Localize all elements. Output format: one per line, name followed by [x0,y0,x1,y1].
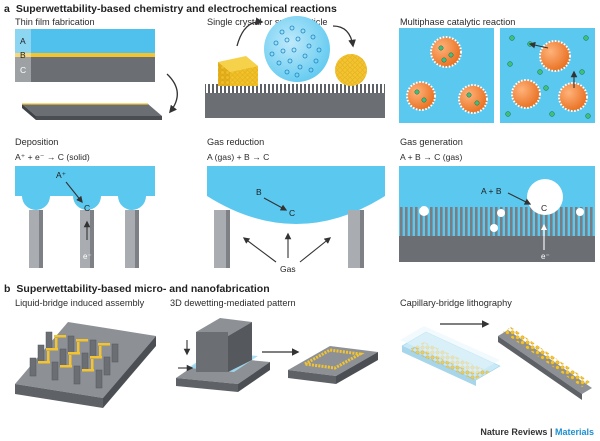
single-crystal-title: Single crystal or supraparticle [207,17,328,27]
journal-name: Nature Reviews [480,427,548,437]
gas-reduction-reactant-arrow [263,197,288,211]
deposition-label-a: A⁺ [56,170,67,180]
catalyst-dots-left [414,45,480,106]
capillary-panel [400,320,592,400]
capillary-title: Capillary-bridge lithography [400,298,512,308]
section-b-heading: b Superwettability-based micro- and nanof… [4,283,270,295]
gas-reduction-equation: A (gas) + B → C [207,152,270,162]
crystal-arrow-right [332,25,356,48]
supraparticle [335,54,367,86]
thin-film-sheet [22,103,162,120]
capillary-result [498,327,592,400]
comb-electrode [399,207,595,237]
thin-film-panel: A B C [15,29,178,120]
layer-label-b: B [20,50,26,60]
section-b-letter: b [4,283,11,295]
molecule-arrow-1 [528,41,549,49]
capillary-template [400,326,501,386]
thin-film-arrow [166,73,178,114]
deposition-title: Deposition [15,137,59,147]
gas-generation-title: Gas generation [400,137,463,147]
gas-reduction-label-b: B [256,187,262,197]
dewetting-title: 3D dewetting-mediated pattern [170,298,296,308]
gas-generation-label-e: e⁻ [541,252,550,261]
gas-generation-equation: A + B → C (gas) [400,152,463,162]
gas-arrow-right [299,237,332,263]
section-b-title: Superwettability-based micro- and nanofa… [16,283,270,295]
deposition-equation: A⁺ + e⁻ → C (solid) [15,152,90,162]
section-a-letter: a [4,3,10,15]
dewetting-panel [176,318,378,392]
journal-footer: Nature Reviews | Materials [480,427,594,437]
gas-label: Gas [280,264,296,274]
footer-separator: | [547,427,555,437]
gas-generation-reactant-arrow [507,192,532,205]
droplet-particles [269,25,322,78]
pillar-grid [29,331,119,389]
gas-generation-substrate [399,236,595,262]
pillar-array [205,84,385,93]
gas-reduction-title: Gas reduction [207,137,265,147]
gas-reduction-panel [207,166,385,268]
gas-reduction-droplet [207,166,385,224]
gas-bubbles [419,179,584,232]
deposition-label-e: e⁻ [83,252,92,261]
gas-generation-label-ab: A + B [481,186,502,196]
dewetting-stamp [196,318,252,372]
layer-label-c: C [20,65,26,75]
gas-reduction-label-c: C [289,208,295,218]
water-droplet [264,16,330,82]
dewetting-result [288,346,378,384]
deposition-label-c: C [84,203,90,213]
deposition-ion-arrow [65,181,83,204]
crystal-substrate [205,93,385,118]
gas-generation-panel [399,166,595,262]
gold-crystal-block [218,56,258,86]
thin-film-title: Thin film fabrication [15,17,95,27]
deposition-liquid [15,166,155,196]
deposition-panel [15,166,155,268]
liquid-bridge-panel [15,322,156,408]
multiphase-panel [399,28,595,123]
multiphase-title: Multiphase catalytic reaction [400,17,516,27]
catalyst-particles-left [406,36,488,114]
gas-arrow-left [242,237,277,263]
layer-label-a: A [20,36,26,46]
section-a-heading: a Superwettability-based chemistry and el… [4,3,337,15]
gas-generation-label-c: C [541,203,547,213]
journal-subject: Materials [554,427,594,437]
thin-film-stack [15,29,155,82]
single-crystal-panel [205,16,385,118]
section-a-title: Superwettability-based chemistry and ele… [15,3,337,15]
catalyst-particles-right [511,40,588,112]
liquid-bridge-title: Liquid-bridge induced assembly [15,298,145,308]
crystal-arrow-left [236,17,264,47]
